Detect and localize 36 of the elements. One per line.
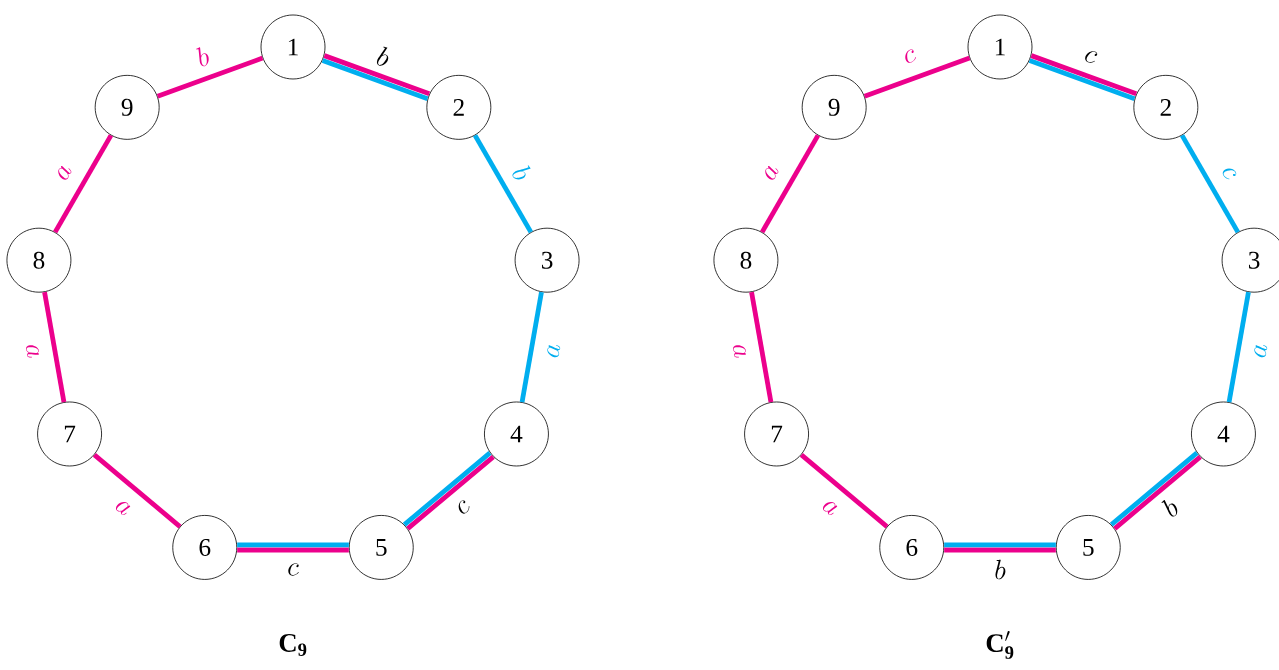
edge-line [944,547,1056,553]
edge-line [749,291,774,403]
edge-label: $a$ [58,165,72,180]
edge-label: $b$ [995,559,1006,580]
edge-label: $b$ [196,47,209,67]
edge-label: $a$ [822,502,838,515]
edge-label: $b$ [512,165,531,180]
edge-label: $c$ [458,500,470,514]
edge-line [156,55,264,99]
edge-line [760,134,821,234]
edge-label: $a$ [25,345,39,358]
graph-caption: $\mathbf{C'_9}$ [986,631,1014,659]
edge-line [53,134,114,234]
edge-line [92,452,182,529]
edge-line [944,542,1056,548]
edge-line [1179,134,1240,234]
edge-label: $a$ [732,345,746,358]
edge-label: $b$ [1161,499,1178,517]
edge-label: $c$ [1085,51,1098,63]
edge-line [519,291,544,403]
edge-label: $a$ [115,502,131,515]
edge-label: $a$ [765,165,779,180]
edge-label: $c$ [1222,168,1237,180]
graph-caption: $\mathbf{C_9}$ [279,634,307,656]
edge-line [799,452,889,529]
edge-line [863,55,971,99]
edge-label: $c$ [288,563,299,576]
edge-line [237,547,349,553]
edge-line [42,291,67,403]
edge-line [472,134,533,234]
edge-label: $b$ [376,46,389,66]
edge-label: $c$ [905,49,916,63]
edge-label: $a$ [1254,345,1268,358]
edge-line [1226,291,1251,403]
edge-line [237,542,349,548]
edge-label: $a$ [547,345,561,358]
